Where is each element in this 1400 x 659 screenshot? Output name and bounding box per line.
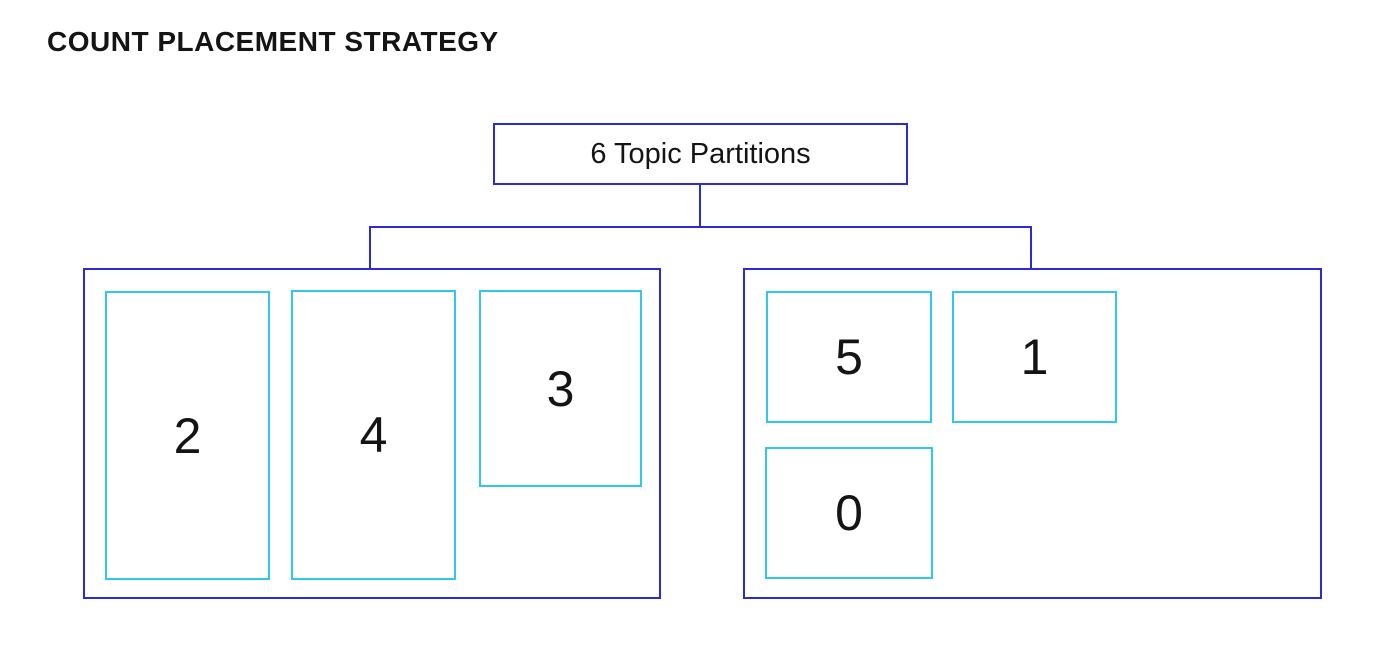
broker-group-left: 2 4 3 [83, 268, 661, 599]
connector-horizontal [369, 226, 1032, 228]
root-node: 6 Topic Partitions [493, 123, 908, 185]
partition-label: 3 [546, 360, 575, 417]
partition-box-4: 4 [291, 290, 456, 580]
partition-label: 2 [173, 407, 202, 464]
partition-box-5: 5 [766, 291, 932, 423]
connector-root-stub [699, 185, 701, 227]
partition-box-3: 3 [479, 290, 642, 487]
root-node-label: 6 Topic Partitions [590, 137, 811, 170]
partition-label: 4 [359, 407, 388, 463]
connector-drop-left [369, 227, 371, 268]
page-title: COUNT PLACEMENT STRATEGY [47, 26, 499, 57]
partition-label: 5 [835, 329, 863, 385]
broker-group-right: 5 1 0 [743, 268, 1322, 599]
partition-box-1: 1 [952, 291, 1117, 423]
partition-box-2: 2 [105, 291, 270, 580]
partition-box-0: 0 [765, 447, 933, 579]
partition-label: 1 [1020, 329, 1049, 385]
connector-drop-right [1030, 227, 1032, 268]
partition-label: 0 [835, 485, 863, 541]
